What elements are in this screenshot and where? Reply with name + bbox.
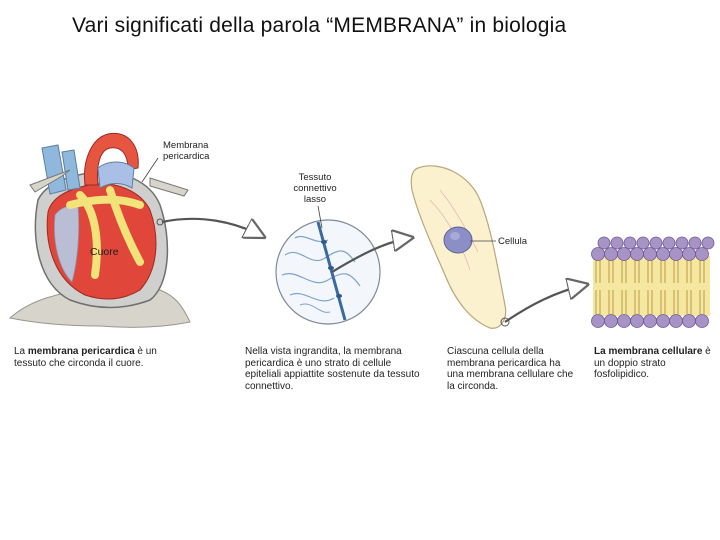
arrow-heart-to-tissue bbox=[161, 217, 262, 236]
cell-illustration bbox=[410, 165, 507, 329]
heart-label: Cuore bbox=[90, 246, 119, 258]
phospholipid-head bbox=[643, 314, 657, 328]
arrow-tissue-to-cell bbox=[331, 238, 410, 273]
caption-cell: Ciascuna cellula della membrana pericard… bbox=[447, 346, 574, 392]
phospholipid-head bbox=[630, 247, 644, 261]
phospholipid-head bbox=[682, 314, 696, 328]
phospholipid-head bbox=[591, 247, 605, 261]
phospholipid-head bbox=[617, 247, 631, 261]
phospholipid-head bbox=[630, 314, 644, 328]
phospholipid-bilayer bbox=[591, 236, 715, 328]
phospholipid-head bbox=[604, 247, 618, 261]
caption-heart: La membrana pericardica è un tessuto che… bbox=[14, 346, 157, 369]
phospholipid-head bbox=[597, 236, 611, 250]
phospholipid-head bbox=[669, 314, 683, 328]
caption-magnified: Nella vista ingrandita, la membrana peri… bbox=[245, 346, 420, 392]
phospholipid-head bbox=[617, 314, 631, 328]
phospholipid-head bbox=[649, 236, 663, 250]
phospholipid-head bbox=[662, 236, 676, 250]
phospholipid-head bbox=[656, 247, 670, 261]
heart-illustration bbox=[8, 132, 191, 328]
cell-label: Cellula bbox=[498, 236, 528, 247]
connective-tissue-magnified bbox=[275, 205, 381, 325]
arrow-cell-to-membrane bbox=[504, 285, 585, 323]
caption-membrane: La membrana cellulare è un doppio strato… bbox=[594, 346, 711, 380]
phospholipid-head bbox=[604, 314, 618, 328]
phospholipid-head bbox=[643, 247, 657, 261]
phospholipid-head bbox=[669, 247, 683, 261]
phospholipid-head bbox=[636, 236, 650, 250]
connective-tissue-label: Tessuto connettivo lasso bbox=[293, 172, 337, 205]
phospholipid-head bbox=[623, 236, 637, 250]
phospholipid-head bbox=[688, 236, 702, 250]
phospholipid-head bbox=[656, 314, 670, 328]
slide-title: Vari significati della parola “MEMBRANA”… bbox=[72, 14, 567, 37]
phospholipid-head bbox=[682, 247, 696, 261]
pericardial-membrane-label: Membrana pericardica bbox=[163, 140, 210, 162]
phospholipid-head bbox=[610, 236, 624, 250]
phospholipid-head bbox=[701, 236, 715, 250]
phospholipid-head bbox=[591, 314, 605, 328]
phospholipid-head bbox=[695, 247, 709, 261]
phospholipid-head bbox=[695, 314, 709, 328]
phospholipid-head bbox=[675, 236, 689, 250]
